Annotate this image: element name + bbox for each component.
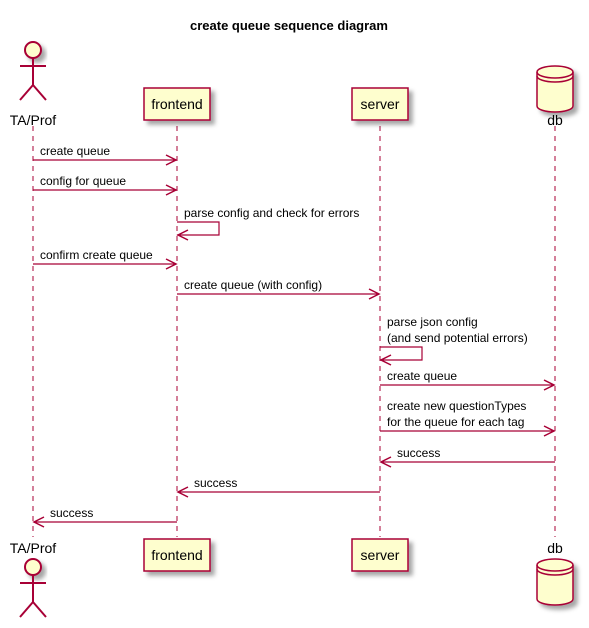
database-rim-bottom — [536, 564, 574, 572]
message-label: success — [50, 506, 93, 520]
participant-box-frontend-top — [143, 87, 211, 121]
actor-leg-left-top — [19, 84, 34, 101]
actor-head-bottom — [24, 558, 42, 576]
message-label: create queue — [387, 369, 457, 383]
database-icon-top — [536, 65, 574, 113]
diagram-title: create queue sequence diagram — [190, 18, 388, 33]
participant-label-db-bottom: db — [547, 540, 563, 556]
participant-box-frontend-bottom — [143, 538, 211, 572]
message-label: for the queue for each tag — [387, 415, 524, 429]
participant-label-ta-top: TA/Prof — [10, 112, 57, 128]
participant-label-server-top: server — [361, 96, 400, 112]
message-label: confirm create queue — [40, 248, 153, 262]
message-label: create queue — [40, 144, 110, 158]
arrowhead — [543, 425, 556, 437]
participant-label-db-top: db — [547, 112, 563, 128]
participant-label-frontend-bottom: frontend — [151, 547, 202, 563]
participant-box-server-top — [351, 87, 409, 121]
arrowhead — [543, 379, 556, 391]
database-icon-bottom — [536, 558, 574, 606]
self-message-arrow — [380, 346, 423, 361]
participant-label-ta-bottom: TA/Prof — [10, 540, 57, 556]
message-label: success — [397, 446, 440, 460]
message-label: parse config and check for errors — [184, 206, 359, 220]
database-ring-bottom — [536, 568, 574, 576]
message-label: success — [194, 476, 237, 490]
actor-leg-right-bottom — [32, 601, 47, 618]
participant-label-server-bottom: server — [361, 547, 400, 563]
database-ring-top — [536, 75, 574, 83]
self-message-arrow — [177, 221, 220, 236]
participant-box-server-bottom — [351, 538, 409, 572]
database-rim-top — [536, 71, 574, 79]
message-label: create new questionTypes — [387, 399, 526, 413]
arrowhead — [379, 456, 392, 468]
arrowhead — [368, 288, 381, 300]
arrowhead — [379, 354, 392, 366]
message-label: parse json config — [387, 315, 478, 329]
arrowhead — [165, 258, 178, 270]
actor-leg-right-top — [32, 84, 47, 101]
message-label: config for queue — [40, 174, 126, 188]
message-label: create queue (with config) — [184, 278, 322, 292]
actor-leg-left-bottom — [19, 601, 34, 618]
arrowhead — [176, 486, 189, 498]
participant-label-frontend-top: frontend — [151, 96, 202, 112]
arrowhead — [165, 184, 178, 196]
message-label: (and send potential errors) — [387, 331, 528, 345]
arrowhead — [32, 516, 45, 528]
actor-head-top — [24, 41, 42, 59]
arrowhead — [176, 229, 189, 241]
arrowhead — [165, 154, 178, 166]
